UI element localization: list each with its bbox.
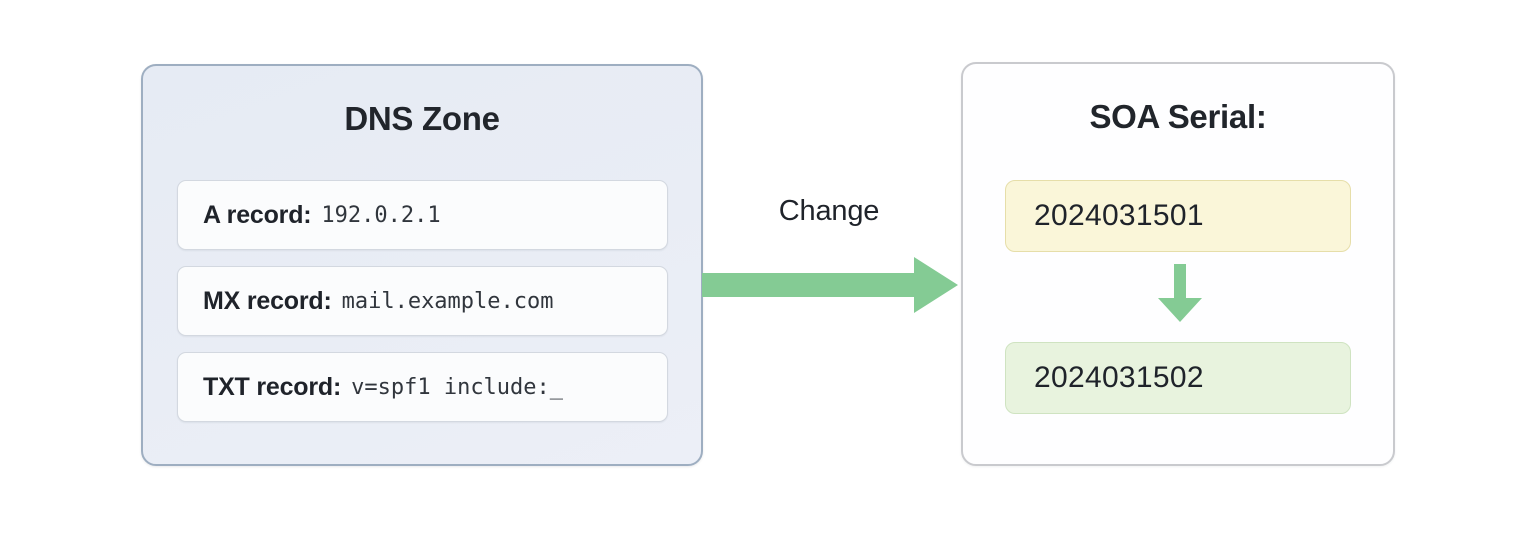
dns-record-row-a: A record: 192.0.2.1 [177,180,668,250]
dns-zone-title: DNS Zone [344,100,500,137]
arrow-right-icon [702,257,958,313]
record-value: mail.example.com [341,288,554,314]
soa-serial-new-value: 2024031502 [1005,342,1351,414]
record-label: A record: [203,200,312,229]
record-label: MX record: [203,286,332,315]
record-label: TXT record: [203,372,342,401]
dns-record-row-txt: TXT record: v=spf1 include:_ [177,352,668,422]
soa-serial-title: SOA Serial: [1089,98,1267,135]
dns-record-list: A record: 192.0.2.1 MX record: mail.exam… [177,180,668,422]
dns-record-row-mx: MX record: mail.example.com [177,266,668,336]
arrow-down-icon [1158,264,1202,322]
dns-zone-card: DNS Zone A record: 192.0.2.1 MX record: … [141,64,703,466]
soa-serial-old-value: 2024031501 [1005,180,1351,252]
change-label: Change [778,195,880,227]
soa-serial-card: SOA Serial: 2024031501 2024031502 [961,62,1395,466]
record-value: 192.0.2.1 [321,202,441,228]
record-value: v=spf1 include:_ [351,374,564,400]
